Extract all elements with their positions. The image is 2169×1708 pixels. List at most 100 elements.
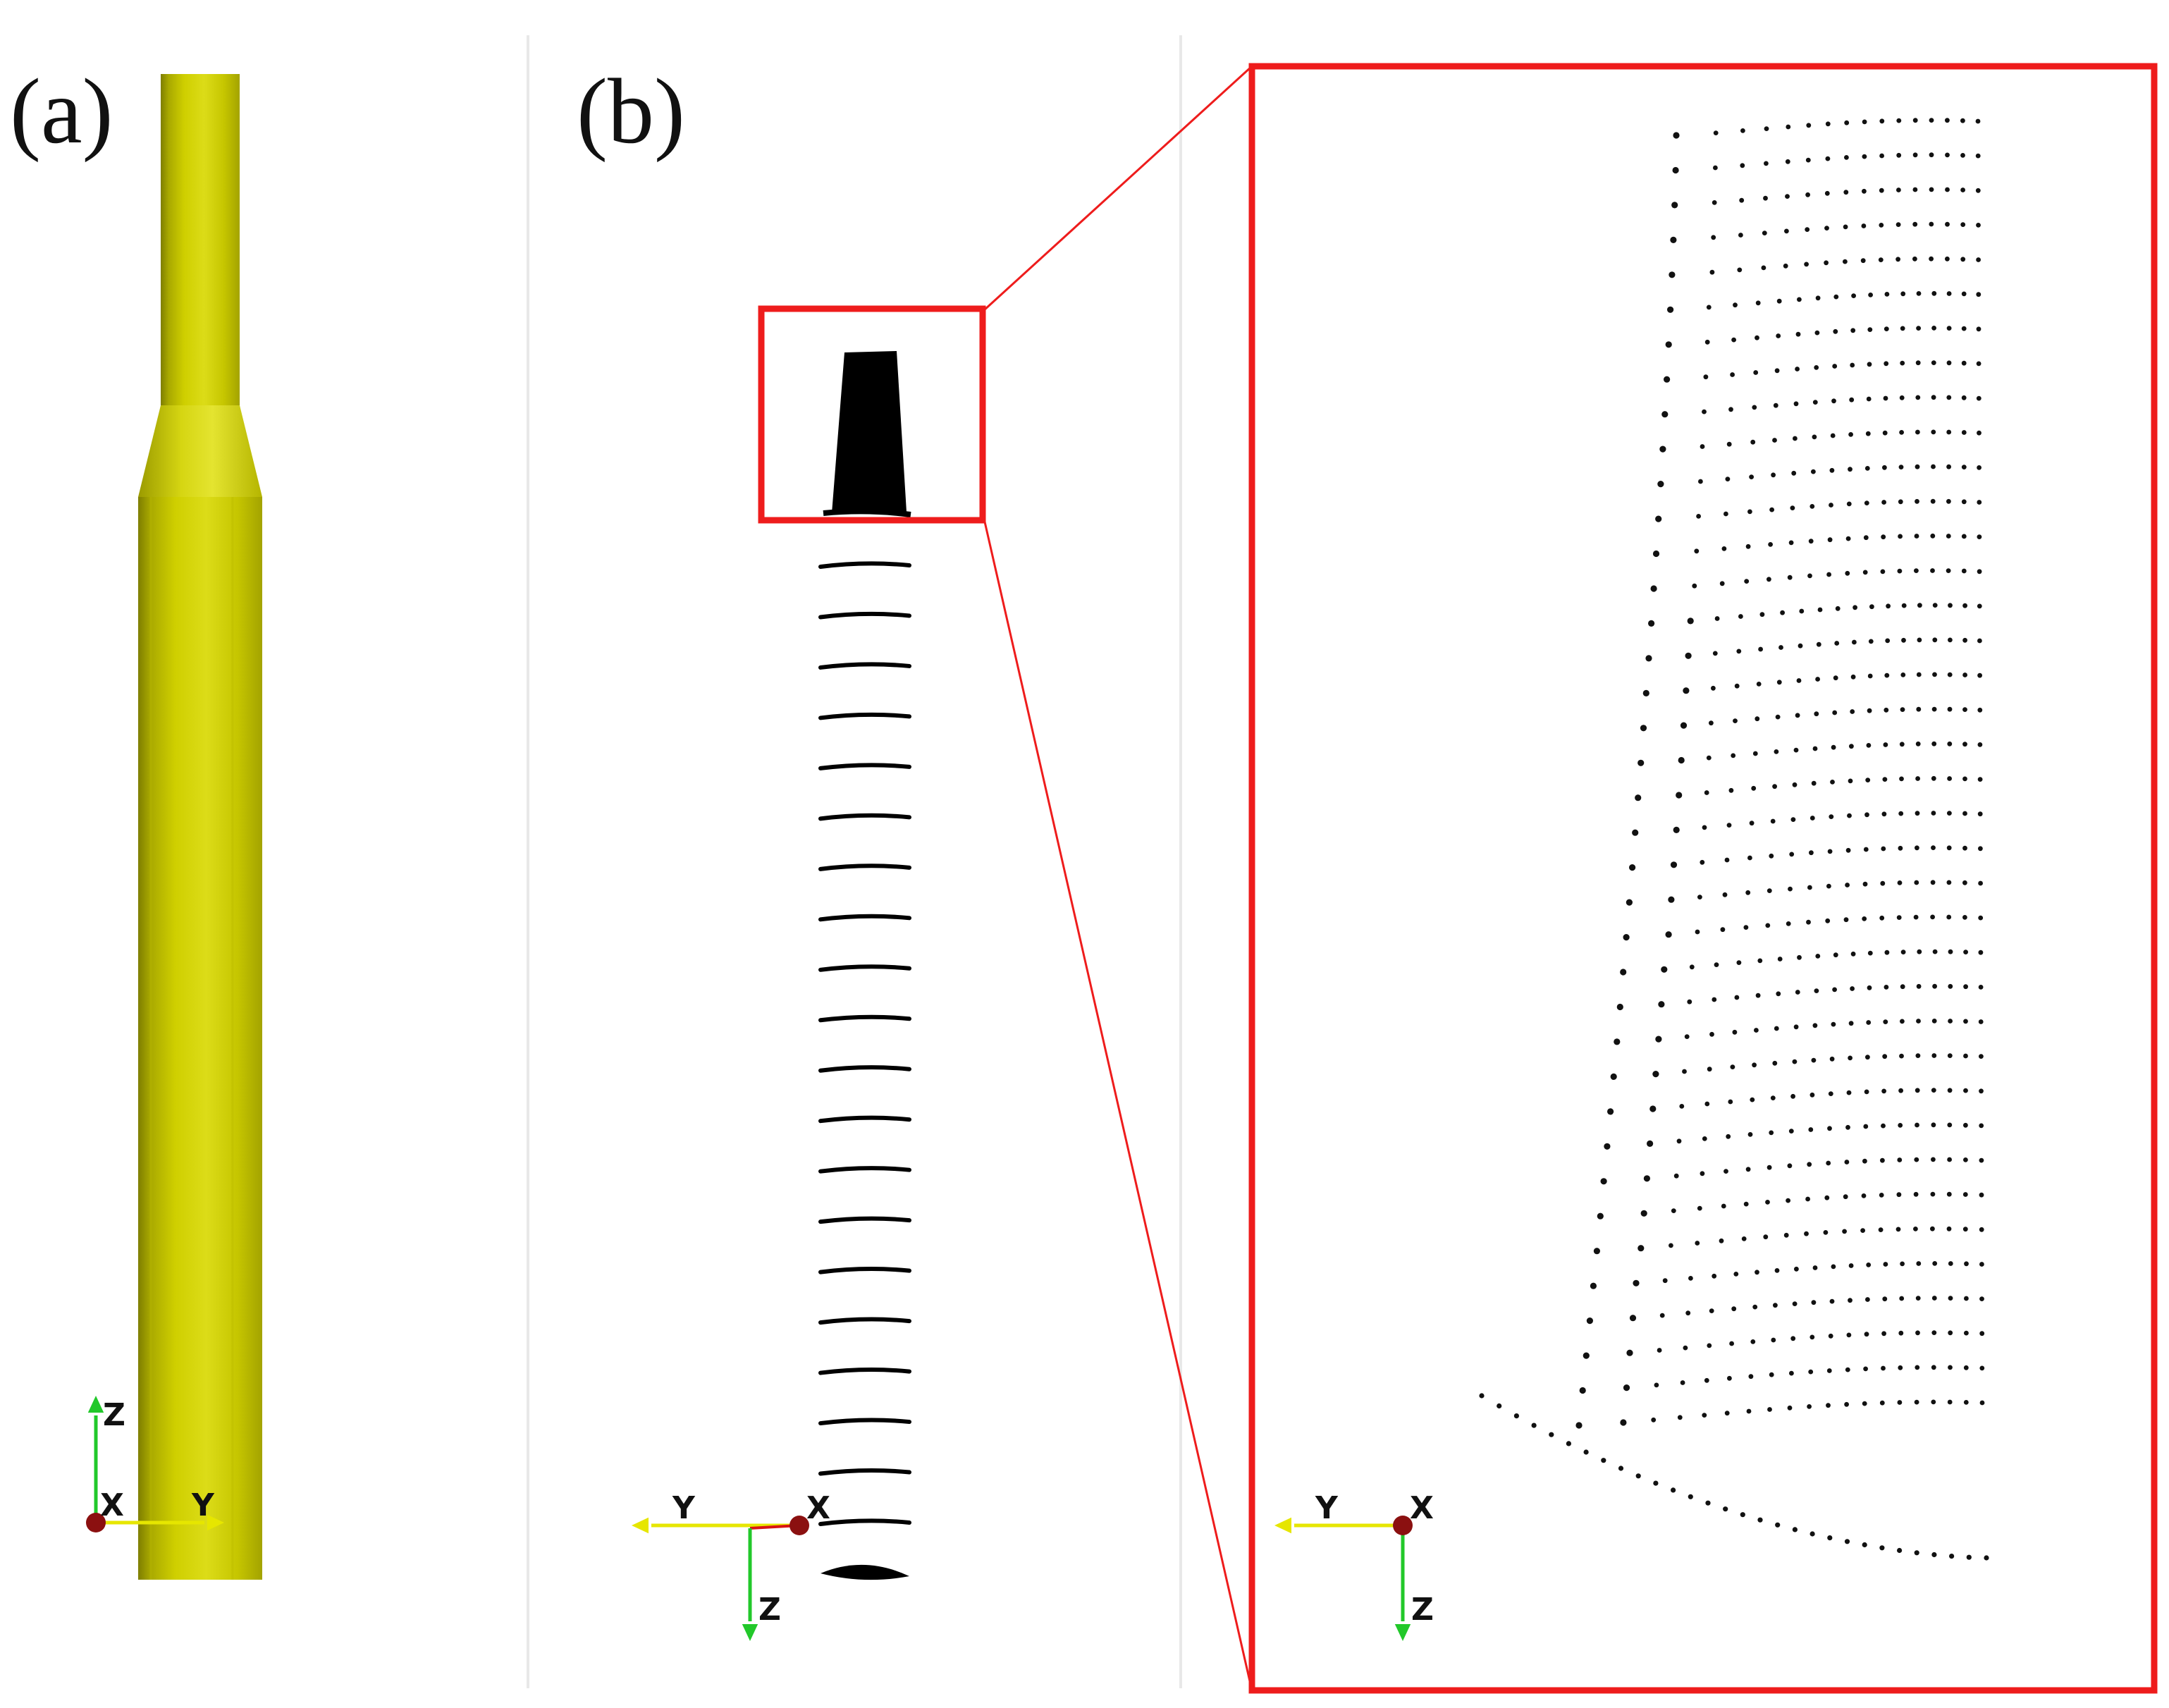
cloud-point [1947, 741, 1953, 747]
cloud-point [1677, 1415, 1683, 1420]
cloud-point [1916, 291, 1922, 296]
cloud-point [1763, 195, 1768, 201]
slice-line [818, 1166, 911, 1174]
cloud-point [1898, 811, 1904, 816]
cloud-point [1886, 603, 1891, 609]
cloud-point [1863, 1366, 1869, 1372]
cloud-point [1900, 291, 1906, 297]
cloud-point [1896, 188, 1901, 192]
cloud-point [1946, 326, 1952, 331]
cloud-point [1697, 895, 1702, 899]
cloud-point [1766, 1165, 1772, 1170]
cloud-point [1962, 707, 1967, 712]
cloud-point [1829, 1056, 1835, 1062]
cloud-point [1862, 570, 1868, 575]
cloud-point [1844, 1539, 1850, 1544]
cloud-point [1648, 620, 1655, 627]
cloud-point [1899, 776, 1904, 782]
cloud-point [1977, 811, 1983, 817]
cloud-point [1975, 118, 1981, 124]
cloud-point [1931, 1019, 1937, 1024]
cloud-point [1583, 1352, 1590, 1359]
cloud-point [1688, 1276, 1693, 1281]
cloud-point [1769, 853, 1774, 859]
cloud-point [1945, 152, 1950, 158]
cloud-point [1712, 200, 1717, 205]
cloud-point [1896, 915, 1902, 920]
cloud-point [1945, 118, 1950, 123]
cloud-point [1961, 291, 1967, 297]
axis-y-arrow-icon [1274, 1517, 1291, 1534]
cloud-point [1722, 892, 1728, 897]
cloud-point [1962, 776, 1967, 782]
cloud-point [1833, 675, 1838, 681]
cloud-point [1946, 464, 1952, 469]
cloud-point [1915, 811, 1920, 816]
cloud-point [1884, 707, 1889, 713]
cloud-point [1777, 957, 1783, 961]
cloud-point [1884, 361, 1889, 367]
cloud-point [1931, 290, 1937, 296]
cloud-point [1651, 1417, 1657, 1423]
cloud-point [1880, 569, 1886, 575]
cloud-point [1740, 1512, 1745, 1518]
cloud-point [1931, 395, 1936, 400]
cloud-point [1881, 1365, 1886, 1371]
cloud-point [1962, 880, 1967, 885]
cloud-point [1895, 257, 1901, 262]
cloud-point [1620, 969, 1627, 976]
cloud-point [1736, 649, 1742, 654]
cloud-point [1961, 568, 1967, 574]
cloud-point [1752, 751, 1758, 756]
cloud-point [1826, 883, 1831, 889]
cloud-point [1931, 706, 1937, 712]
cloud-point [1709, 269, 1715, 275]
cloud-point [1962, 811, 1967, 816]
cloud-point [1977, 707, 1983, 713]
cloud-point [1814, 330, 1820, 336]
cloud-point [1930, 914, 1936, 920]
cloud-point [1898, 1365, 1903, 1370]
cloud-point [1883, 742, 1888, 747]
cloud-point [1916, 1019, 1921, 1024]
cloud-point [1706, 305, 1712, 310]
cloud-point [1850, 328, 1856, 333]
cloud-point [1752, 405, 1757, 410]
cloud-point [1931, 1399, 1936, 1405]
cloud-point [1749, 474, 1755, 479]
cloud-point [1931, 1122, 1936, 1128]
cloud-point [1977, 465, 1982, 470]
cloud-point [1977, 534, 1982, 539]
cloud-point [1900, 1261, 1905, 1267]
cloud-point [1805, 192, 1811, 197]
cloud-point [1844, 1160, 1850, 1165]
cloud-point [1901, 637, 1906, 643]
cloud-point [1790, 817, 1796, 822]
cloud-point [1747, 1132, 1753, 1137]
cloud-point [1964, 1330, 1969, 1336]
cloud-point [1832, 710, 1838, 715]
cloud-point [1849, 744, 1854, 749]
axis-z-arrow-icon [1394, 1624, 1411, 1641]
cloud-point [1979, 1365, 1985, 1371]
cloud-point [1845, 1124, 1850, 1130]
cloud-point [1914, 1550, 1919, 1556]
cloud-point [1768, 542, 1774, 547]
cloud-point [1962, 637, 1968, 643]
cloud-point [1900, 984, 1905, 990]
cloud-point [1977, 672, 1983, 678]
cloud-point [1977, 500, 1982, 505]
cloud-point [1932, 949, 1938, 954]
cloud-point [1827, 1126, 1832, 1131]
cloud-point [1862, 1401, 1867, 1406]
slice-line [818, 1115, 911, 1124]
cloud-point [1771, 472, 1776, 478]
cloud-point [1848, 1055, 1853, 1061]
cloud-point [1881, 1331, 1887, 1337]
cloud-point [1917, 949, 1922, 954]
cloud-point [1776, 680, 1782, 685]
cloud-point [1915, 1053, 1921, 1058]
cloud-point [1961, 499, 1967, 505]
cloud-point [1778, 645, 1783, 650]
cloud-point [1748, 1374, 1754, 1380]
